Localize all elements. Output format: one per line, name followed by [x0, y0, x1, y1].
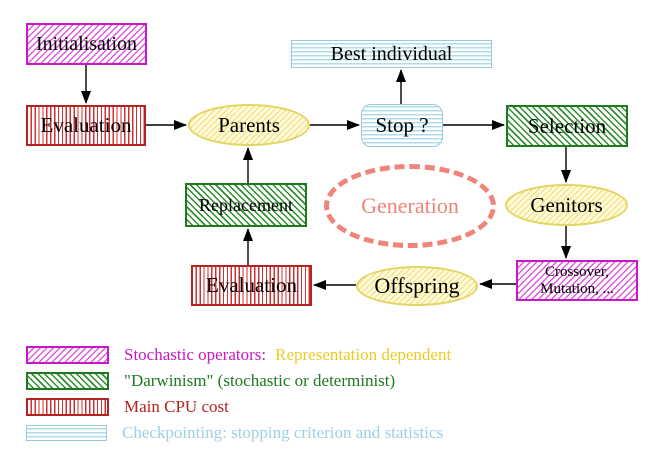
generation-loop-ellipse: Generation — [324, 164, 496, 248]
node-selection: Selection — [506, 105, 628, 147]
node-crossover-mutation: Crossover, Mutation, ... — [516, 260, 638, 301]
legend-row-cpu: Main CPU cost — [26, 396, 229, 416]
node-genitors-label: Genitors — [530, 192, 603, 217]
node-best-individual-label: Best individual — [330, 42, 453, 65]
legend-label-representation: Representation dependent — [275, 344, 452, 364]
node-parents: Parents — [188, 104, 310, 146]
generation-label: Generation — [361, 193, 459, 218]
node-crossover-line2: Mutation, ... — [540, 280, 614, 297]
legend-label-darwinism: "Darwinism" (stochastic or determinist) — [124, 370, 396, 390]
node-best-individual: Best individual — [291, 40, 492, 68]
node-evaluation-top-label: Evaluation — [40, 113, 132, 137]
node-initialisation: Initialisation — [26, 23, 147, 65]
legend-label-checkpointing: Checkpointing: stopping criterion and st… — [122, 422, 444, 442]
node-genitors: Genitors — [505, 184, 628, 226]
node-parents-label: Parents — [218, 112, 280, 137]
legend-swatch-cpu — [26, 397, 109, 416]
legend-swatch-darwinism — [26, 371, 109, 390]
node-offspring-label: Offspring — [374, 273, 460, 298]
node-stop-label: Stop ? — [375, 113, 429, 137]
legend-row-darwinism: "Darwinism" (stochastic or determinist) — [26, 370, 396, 390]
node-offspring: Offspring — [356, 266, 478, 306]
node-replacement: Replacement — [185, 183, 307, 227]
node-initialisation-label: Initialisation — [35, 32, 138, 55]
node-selection-label: Selection — [527, 113, 607, 138]
node-replacement-label: Replacement — [199, 194, 293, 215]
node-evaluation-bottom: Evaluation — [191, 265, 312, 306]
legend-label-cpu: Main CPU cost — [124, 396, 229, 416]
legend-swatch-checkpointing — [26, 424, 107, 441]
legend-row-checkpointing: Checkpointing: stopping criterion and st… — [26, 422, 444, 442]
node-crossover-line1: Crossover, — [545, 263, 609, 280]
legend-row-stochastic: Stochastic operators: Representation dep… — [26, 344, 452, 364]
node-evaluation-top: Evaluation — [26, 105, 146, 146]
legend-label-stochastic: Stochastic operators: — [124, 344, 267, 364]
legend-swatch-stochastic — [26, 345, 109, 364]
node-evaluation-bottom-label: Evaluation — [206, 273, 297, 297]
node-stop: Stop ? — [361, 104, 443, 147]
